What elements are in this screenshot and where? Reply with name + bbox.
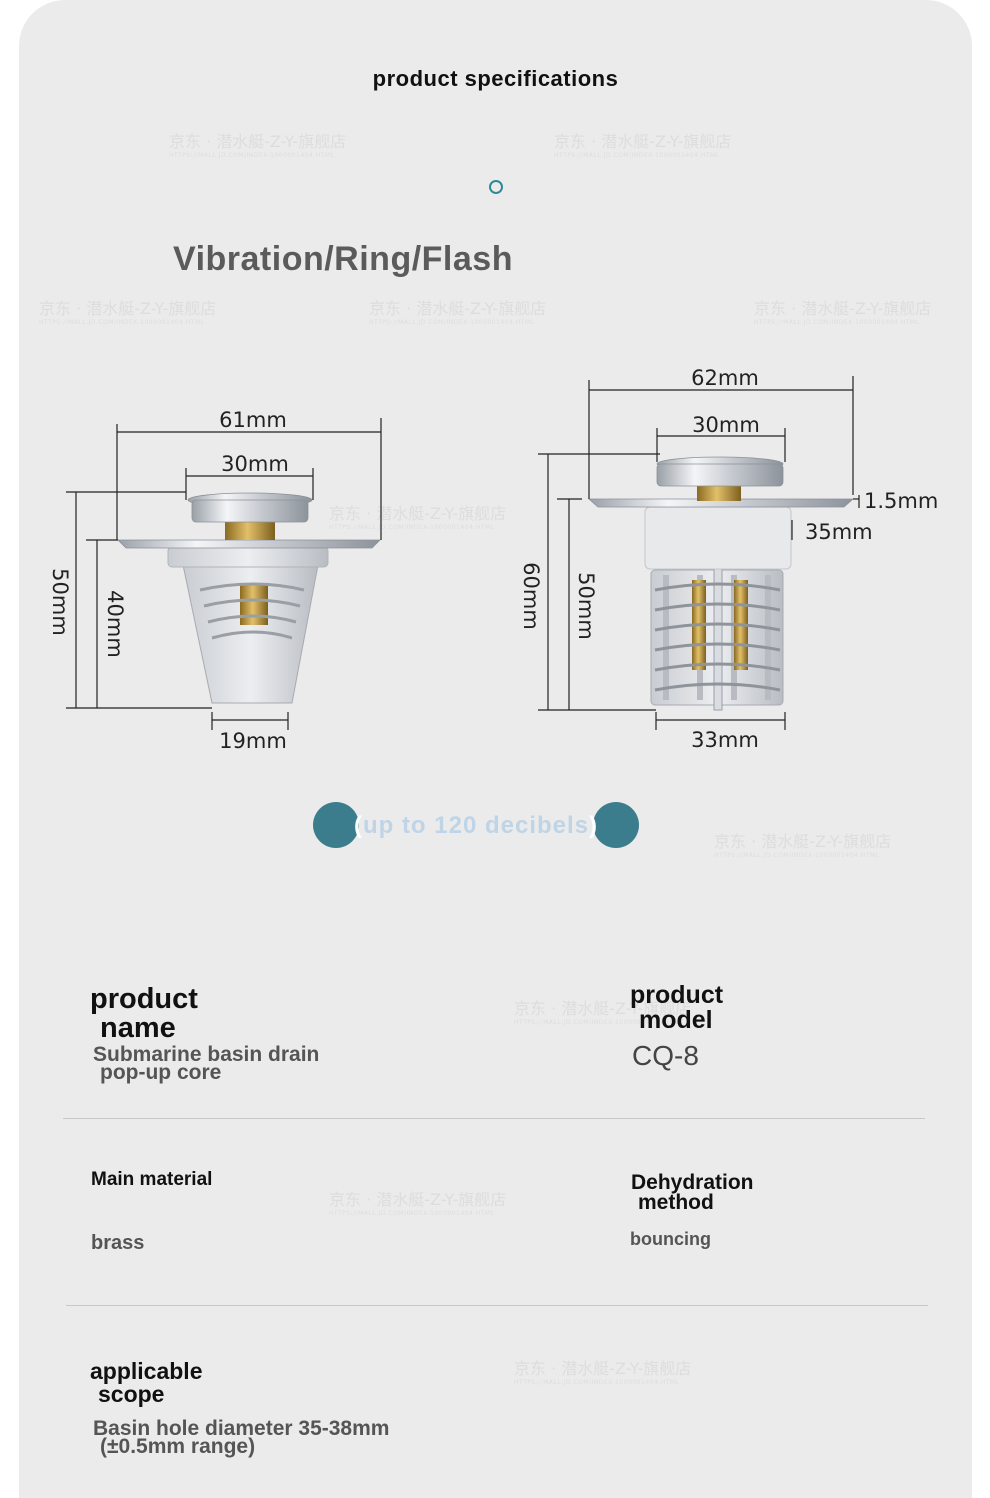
banner-label: up to 120 decibels bbox=[362, 812, 590, 839]
dim-left-cap-width: 30mm bbox=[221, 452, 289, 476]
dehydration-label: Dehydration method bbox=[631, 1171, 754, 1214]
page-title: product specifications bbox=[372, 66, 619, 91]
dim-left-bottom-width: 19mm bbox=[219, 729, 287, 753]
dim-right-total-height: 60mm bbox=[519, 562, 543, 630]
dim-right-outer-width: 62mm bbox=[691, 366, 759, 390]
divider bbox=[63, 1118, 925, 1119]
left-drain-diagram: 61mm 30mm 50mm 40mm 19mm bbox=[48, 408, 382, 753]
banner-close-paren: ) bbox=[589, 812, 599, 839]
dim-right-body-height: 50mm bbox=[574, 572, 598, 640]
product-name-label: product name bbox=[90, 983, 198, 1044]
banner-right-circle bbox=[593, 802, 639, 848]
material-value: brass bbox=[91, 1232, 145, 1254]
scope-value: Basin hole diameter 35-38mm (±0.5mm rang… bbox=[93, 1417, 390, 1458]
divider bbox=[66, 1305, 928, 1306]
dim-right-cap-width: 30mm bbox=[692, 413, 760, 437]
dim-right-collar-width: 35mm bbox=[805, 520, 873, 544]
product-model-value: CQ-8 bbox=[632, 1040, 699, 1071]
banner-text: (up to 120 decibels) bbox=[336, 812, 616, 840]
scope-label: applicable scope bbox=[90, 1358, 203, 1407]
dim-left-outer-width: 61mm bbox=[219, 408, 287, 432]
dim-left-body-height: 40mm bbox=[103, 590, 127, 658]
product-model-label: product model bbox=[630, 981, 724, 1034]
dehydration-value: bouncing bbox=[630, 1229, 711, 1249]
dim-right-bottom-width: 33mm bbox=[691, 728, 759, 752]
dim-left-total-height: 50mm bbox=[48, 568, 72, 636]
dim-right-flange-thickness: 1.5mm bbox=[864, 489, 938, 513]
product-name-value: Submarine basin drain pop-up core bbox=[93, 1043, 320, 1084]
right-drain-diagram: 62mm 30mm 1.5mm 35mm 60mm 50mm 33mm bbox=[519, 366, 938, 752]
feature-heading: Vibration/Ring/Flash bbox=[173, 240, 513, 278]
decorative-ring-icon bbox=[489, 180, 503, 194]
banner-open-paren: ( bbox=[353, 812, 363, 839]
banner-left-circle bbox=[313, 802, 359, 848]
material-label: Main material bbox=[91, 1169, 213, 1190]
